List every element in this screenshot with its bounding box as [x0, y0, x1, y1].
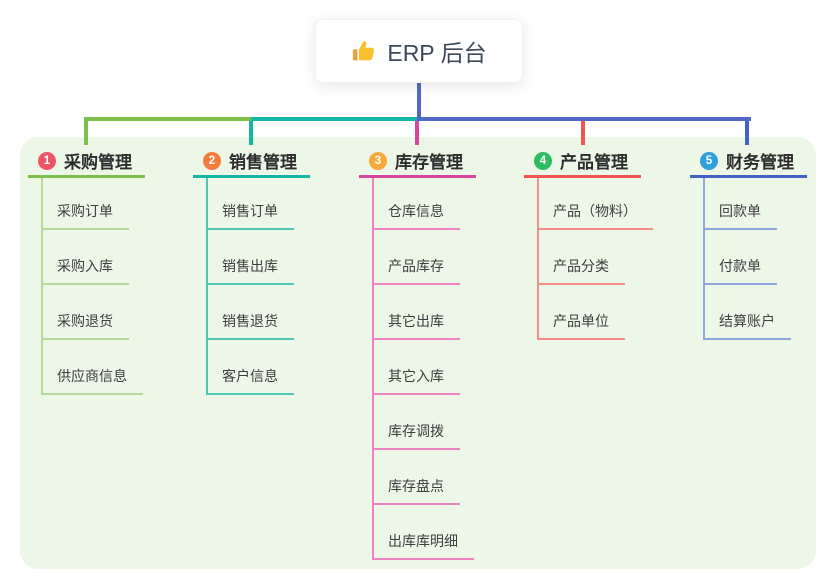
branch-label: 采购管理 — [64, 153, 132, 172]
branch-node-1[interactable]: 1 采购管理 — [28, 146, 145, 178]
branch-number-badge: 3 — [369, 151, 387, 170]
child-trunk-line — [703, 178, 705, 340]
child-trunk-line — [206, 178, 208, 395]
branch-node-2[interactable]: 2 销售管理 — [193, 146, 310, 178]
root-label: ERP 后台 — [387, 40, 487, 66]
connector-bar-left — [84, 117, 251, 121]
connector-branch-drop — [745, 121, 749, 145]
branch-number-badge: 1 — [38, 151, 56, 170]
child-node[interactable]: 产品库存 — [372, 251, 460, 285]
connector-bar-right — [417, 117, 751, 121]
connector-branch-drop — [415, 121, 419, 145]
connector-branch-drop — [249, 121, 253, 145]
child-node[interactable]: 销售出库 — [206, 251, 294, 285]
child-node[interactable]: 仓库信息 — [372, 196, 460, 230]
child-node[interactable]: 付款单 — [703, 251, 777, 285]
child-node[interactable]: 其它出库 — [372, 306, 460, 340]
child-node[interactable]: 采购入库 — [41, 251, 129, 285]
child-node[interactable]: 客户信息 — [206, 361, 294, 395]
branch-label: 库存管理 — [395, 153, 463, 172]
connector-branch-drop — [581, 121, 585, 145]
child-node[interactable]: 销售退货 — [206, 306, 294, 340]
connector-bar-middle — [251, 117, 417, 121]
background-panel — [20, 137, 816, 569]
branch-node-5[interactable]: 5 财务管理 — [690, 146, 807, 178]
thumbs-up-icon — [351, 38, 377, 64]
branch-label: 销售管理 — [229, 153, 297, 172]
child-node[interactable]: 出库库明细 — [372, 526, 474, 560]
child-node[interactable]: 结算账户 — [703, 306, 791, 340]
root-node[interactable]: ERP 后台 — [315, 19, 523, 83]
child-trunk-line — [537, 178, 539, 340]
connector-root-drop — [417, 82, 421, 121]
connector-branch-drop — [84, 121, 88, 145]
child-node[interactable]: 采购退货 — [41, 306, 129, 340]
branch-node-4[interactable]: 4 产品管理 — [524, 146, 641, 178]
child-node[interactable]: 采购订单 — [41, 196, 129, 230]
child-trunk-line — [41, 178, 43, 395]
branch-label: 财务管理 — [726, 153, 794, 172]
child-node[interactable]: 产品（物料） — [537, 196, 653, 230]
branch-node-3[interactable]: 3 库存管理 — [359, 146, 476, 178]
child-node[interactable]: 库存调拨 — [372, 416, 460, 450]
branch-number-badge: 4 — [534, 151, 552, 170]
child-node[interactable]: 产品单位 — [537, 306, 625, 340]
branch-number-badge: 2 — [203, 151, 221, 170]
child-node[interactable]: 销售订单 — [206, 196, 294, 230]
child-node[interactable]: 产品分类 — [537, 251, 625, 285]
child-node[interactable]: 回款单 — [703, 196, 777, 230]
branch-label: 产品管理 — [560, 153, 628, 172]
branch-number-badge: 5 — [700, 151, 718, 170]
child-node[interactable]: 供应商信息 — [41, 361, 143, 395]
child-trunk-line — [372, 178, 374, 560]
child-node[interactable]: 其它入库 — [372, 361, 460, 395]
child-node[interactable]: 库存盘点 — [372, 471, 460, 505]
